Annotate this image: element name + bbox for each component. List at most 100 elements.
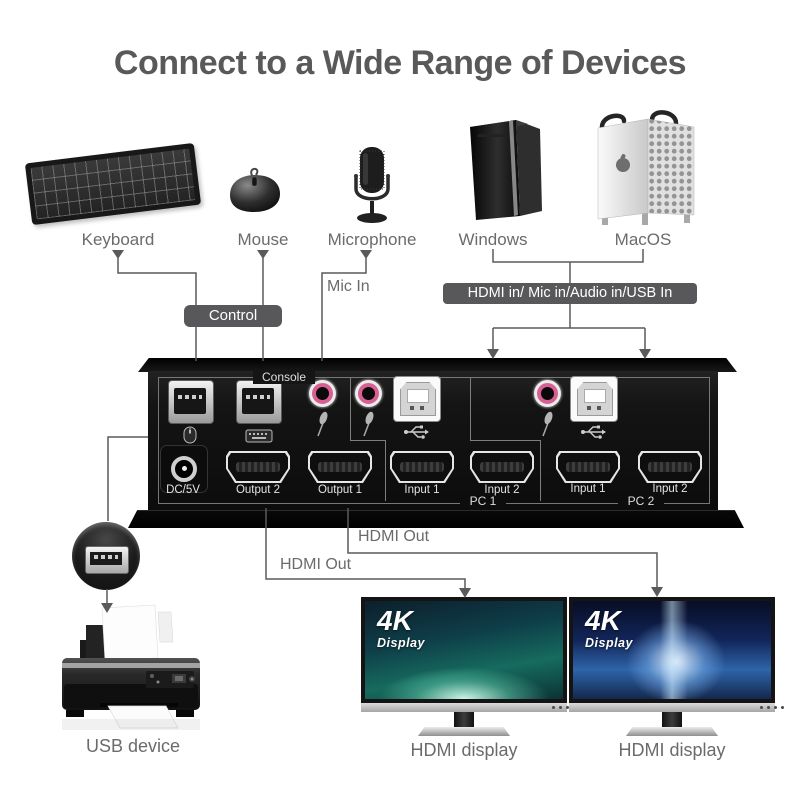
pc2-hdmi-input2-port [638,451,702,483]
usb-icon [404,425,429,439]
port-label-pc1-input1: Input 1 [404,484,440,496]
usb-icon [581,425,606,439]
control-tag: Control [184,305,282,327]
console-section-label: Console [253,370,315,384]
hdmi-display-2: 4K Display [569,597,775,736]
keyboard-arrow-icon [112,250,124,259]
wire-hdmi-out-1 [347,508,658,588]
display1-stand-neck [454,712,474,727]
pc2-usb-b-port [570,376,618,422]
pc2-arrow-icon [639,349,651,359]
mouse-arrow-icon [257,250,269,259]
display1-screen: 4K Display [365,601,563,699]
badge-4k-text: 4K [585,605,621,636]
pc1-usb-b-port [393,376,441,422]
port-label-pc1-input2: Input 2 [484,484,520,496]
divider-console-pc1 [350,378,351,440]
usb-a-pins [178,395,202,399]
usb-b-pin [597,406,601,410]
printer-image [62,604,200,730]
display2-stand-neck [662,712,682,727]
kvm-panel-outline [158,377,710,504]
usb-b-pin [420,406,424,410]
usb-port-callout [72,522,140,590]
divider-pc1-pc2-lower [540,440,541,501]
mouse-icon [183,426,197,444]
hdmi-output2-port [226,451,290,483]
display1-stand-base [418,727,510,736]
port-label-output2: Output 2 [235,484,281,496]
pc2-hdmi-input1-port [556,451,620,483]
mouse-label: Mouse [237,230,289,249]
windows-pc-image [470,120,542,220]
display2-arrow-icon [651,587,663,597]
divider-pc1-pc2-jog [470,440,540,441]
keyboard-label: Keyboard [81,230,155,249]
dc-power-jack [160,445,208,493]
usb-a-pins [246,395,270,399]
apple-logo-icon [616,158,630,172]
page-title: Connect to a Wide Range of Devices [113,44,687,82]
mic-in-label: Mic In [327,278,370,295]
usb-a-pins [94,555,118,559]
mouse-image [230,167,280,212]
port-label-output1: Output 1 [317,484,363,496]
dc-jack-ring [171,456,197,482]
port-label-pc2-input2: Input 2 [652,483,688,495]
port-label-pc2-input1: Input 1 [570,483,606,495]
console-usb-a-port-mouse [168,380,214,424]
keyboard-image [24,142,202,226]
usb-device-label: USB device [85,736,181,756]
keyboard-icon [245,429,273,443]
display2-4k-badge: 4K Display [585,607,633,650]
display1-chin [361,703,567,712]
console-usb-a-port-keyboard [236,380,282,424]
hdmi-output1-port [308,451,372,483]
wire-hdmi-out-2 [265,508,466,589]
port-label-dc: DC/5V [166,484,200,496]
divider-pc1-pc2 [470,378,471,440]
display2-label: HDMI display [618,740,726,760]
display1-bezel: 4K Display [361,597,567,703]
microphone-label: Microphone [327,230,417,249]
wire-usb-callout [107,436,148,521]
wire-microphone [321,258,367,361]
badge-display-text: Display [585,636,633,650]
hdmi-display-1: 4K Display [361,597,567,736]
dc-jack-pin [182,466,187,471]
kvm-bottom-edge [128,510,744,528]
windows-label: Windows [458,230,528,249]
usb-b-pin [410,406,414,410]
usb-b-opening [577,382,613,416]
pc2-section-label: PC 2 [618,494,664,508]
display1-buttons [552,706,555,709]
display2-buttons [760,706,763,709]
console-mic-jack [312,383,333,404]
badge-display-text: Display [377,636,425,650]
usb-b-window [584,389,606,403]
pc1-arrow-icon [487,349,499,359]
usb-a-opening [242,388,274,414]
usb-b-window [407,389,429,403]
wire-computers-bracket [492,249,644,263]
pc1-hdmi-input1-port [390,451,454,483]
display1-4k-badge: 4K Display [377,607,425,650]
keyboard-keys [30,148,196,220]
pc1-mic-jack [358,383,379,404]
hdmi-out-label-1: HDMI Out [358,528,430,545]
mic-icon [542,411,553,437]
display1-label: HDMI display [410,740,518,760]
mic-icon [317,411,328,437]
hdmi-out-label-2: HDMI Out [280,556,352,573]
usb-b-opening [400,382,436,416]
microphone-image [354,147,390,223]
kvm-top-edge [138,358,737,372]
divider-console-pc1-jog [350,440,386,441]
display2-stand-base [626,727,718,736]
mic-icon [363,411,374,437]
mac-pro-image [597,110,695,225]
pc1-section-label: PC 1 [460,494,506,508]
display2-screen: 4K Display [573,601,771,699]
kvm-back-panel [148,371,718,511]
